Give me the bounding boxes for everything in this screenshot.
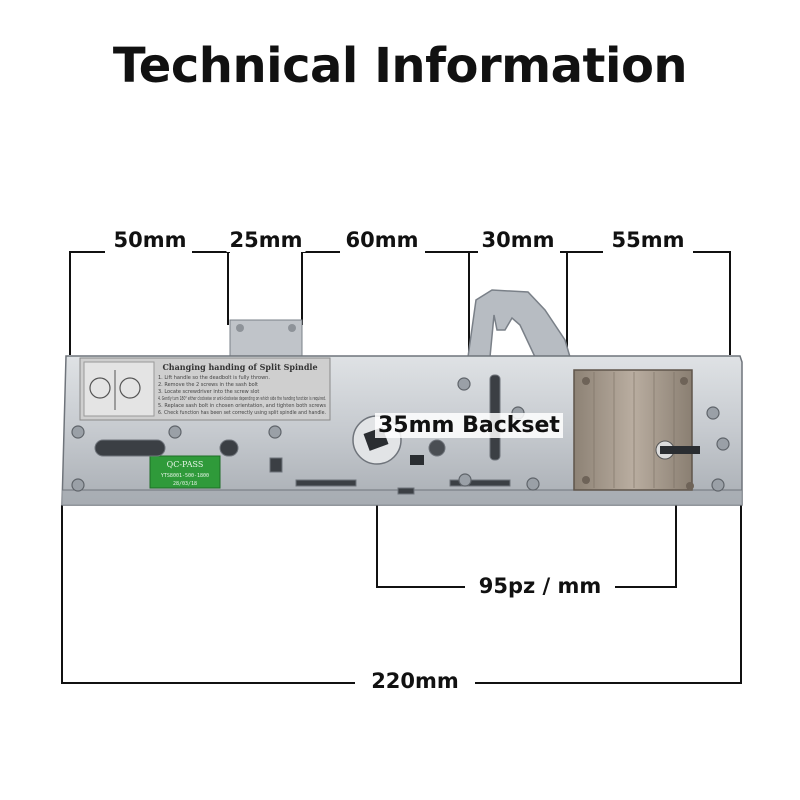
dimension-label-50mm: 50mm <box>110 228 190 252</box>
hook-bolt <box>467 289 572 358</box>
sticker-step: 4. Gently turn 180° either clockwise or … <box>158 396 326 402</box>
dimension-label-25mm: 25mm <box>226 228 306 252</box>
dimension-label-55mm: 55mm <box>608 228 688 252</box>
sticker-step: 2. Remove the 2 screws in the sash bolt <box>158 382 258 388</box>
sticker-step: 3. Locate screwdriver into the screw slo… <box>158 389 259 395</box>
dimension-label-60mm: 60mm <box>342 228 422 252</box>
sticker-heading: Changing handing of Split Spindle <box>162 362 317 372</box>
body-cutouts <box>94 374 511 495</box>
qc-code: YTS8001-500-1800 <box>161 473 209 479</box>
qc-pass-label: QC-PASS YTS8001-500-1800 28/03/18 <box>149 455 221 489</box>
screw-holes <box>71 377 730 492</box>
sticker-step: 1. Lift handle so the deadbolt is fully … <box>158 375 270 381</box>
qc-heading: QC-PASS <box>167 460 204 469</box>
top-dimension-lines <box>69 251 731 355</box>
cylinder-plate <box>573 369 700 491</box>
dimension-label-30mm: 30mm <box>478 228 558 252</box>
backset-label: 35mm Backset <box>375 413 563 438</box>
qc-date: 28/03/18 <box>173 481 197 487</box>
round-hole <box>428 439 446 457</box>
overall-length-label: 220mm <box>368 669 462 693</box>
instruction-sticker: Changing handing of Split Spindle 1. Lif… <box>79 357 331 421</box>
sticker-step: 6. Check function has been set correctly… <box>158 410 326 416</box>
pz-label: 95pz / mm <box>475 574 605 598</box>
page-title: Technical Information <box>112 38 688 94</box>
overall-lines <box>61 505 742 684</box>
sticker-step: 5. Replace sash bolt in chosen orientati… <box>158 403 326 409</box>
